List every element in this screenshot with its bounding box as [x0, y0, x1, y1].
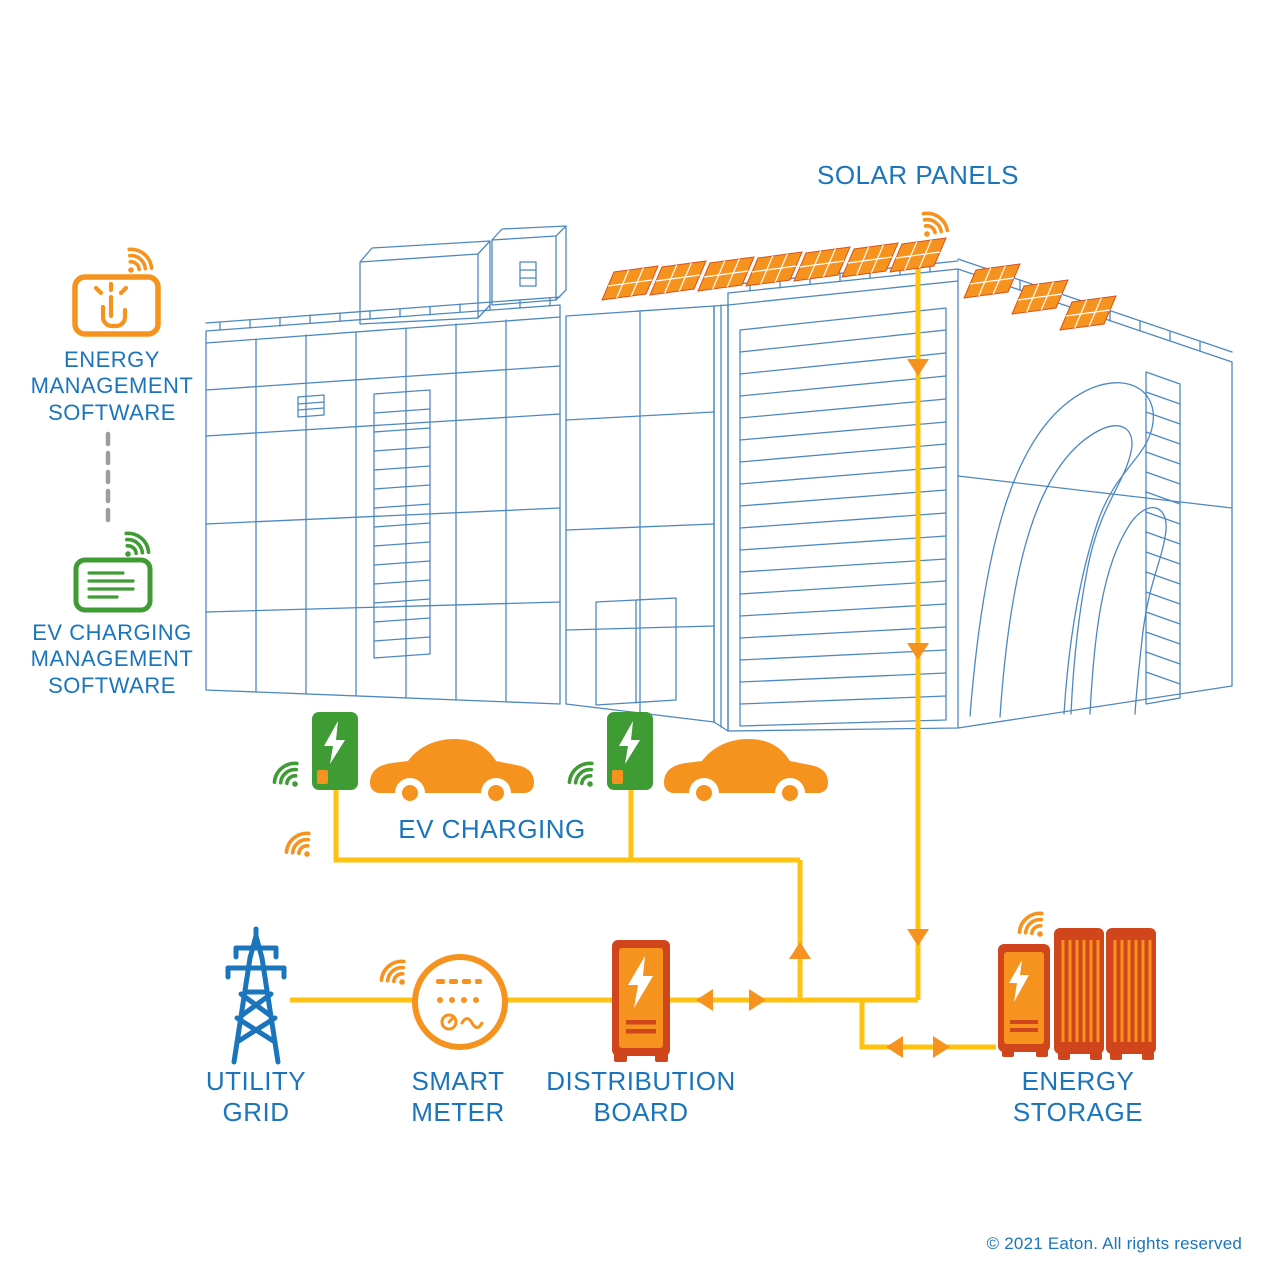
lightning-bolt-icon: [619, 721, 640, 764]
flow-arrow-left: [696, 989, 713, 1011]
energy-storage-icon: [998, 928, 1156, 1060]
solar-panel-array: [601, 237, 1117, 331]
label-energy-storage: ENERGY STORAGE: [1012, 1066, 1144, 1128]
lightning-bolt-icon: [628, 956, 653, 1008]
label-ev-charging-management-software: EV CHARGING MANAGEMENT SOFTWARE: [30, 620, 194, 698]
label-solar-panels: SOLAR PANELS: [816, 160, 1020, 190]
label-utility-grid: UTILITY GRID: [205, 1066, 307, 1128]
distribution-board-icon: [612, 940, 670, 1062]
wifi-icon-ev-line: [280, 826, 322, 868]
flow-arrow-down: [907, 929, 929, 946]
wifi-icon-charger-2: [563, 756, 605, 798]
energy-management-software-icon: [72, 274, 161, 337]
flow-direction-arrows: [696, 359, 950, 1058]
ev-charging-management-software-icon: [73, 557, 153, 613]
ev-charging-station-icon: [312, 712, 358, 790]
flow-arrow-right: [933, 1036, 950, 1058]
electric-car-icon: [664, 739, 828, 808]
copyright-text: © 2021 Eaton. All rights reserved: [986, 1234, 1242, 1253]
battery-cabinet-vents: [1061, 940, 1152, 1042]
flow-arrow-down: [907, 359, 929, 376]
label-smart-meter: SMART METER: [411, 1066, 505, 1128]
label-energy-management-software: ENERGY MANAGEMENT SOFTWARE: [30, 347, 194, 425]
tap-hand-icon: [93, 281, 129, 329]
lightning-bolt-icon: [1009, 960, 1029, 1002]
ev-charging-station-icon: [607, 712, 653, 790]
label-distribution-board: DISTRIBUTION BOARD: [546, 1066, 736, 1128]
wifi-icon-charger-1: [268, 756, 310, 798]
label-ev-charging: EV CHARGING: [398, 814, 586, 844]
flow-arrow-left: [886, 1036, 903, 1058]
wifi-icon-energy-storage: [1013, 906, 1055, 948]
power-flow-lines: [290, 258, 996, 1050]
flow-arrow-up: [789, 942, 811, 959]
lightning-bolt-icon: [324, 721, 345, 764]
smart-meter-icon: [412, 954, 508, 1050]
wifi-icon-smart-meter: [375, 954, 417, 996]
console-lines-icon: [87, 571, 135, 599]
flow-arrow-right: [749, 989, 766, 1011]
electric-car-icon: [370, 739, 534, 808]
utility-grid-tower-icon: [225, 926, 287, 1065]
